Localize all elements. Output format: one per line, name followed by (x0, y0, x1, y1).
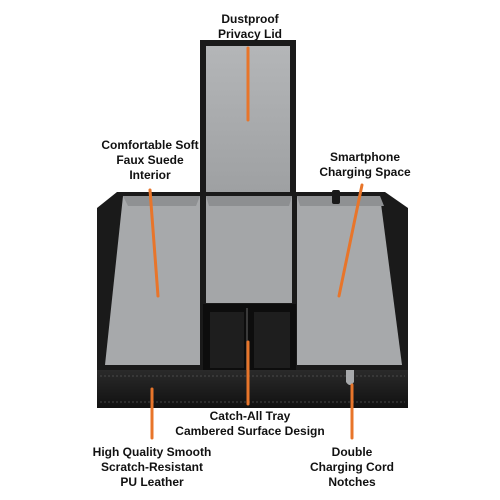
callout-phone-line-1: Smartphone (329, 150, 400, 164)
front-cord-notch (346, 370, 354, 385)
callout-lid-line-1: Dustproof (221, 12, 279, 26)
callout-interior-line-2: Faux Suede (116, 153, 184, 167)
callout-notches-line-1: Double (331, 445, 373, 459)
callout-tray-line-1: Catch-All Tray (209, 409, 291, 423)
callout-leather-line-2: Scratch-Resistant (100, 460, 204, 474)
callout-notches-line-3: Notches (328, 475, 376, 489)
callout-leather-line-1: High Quality Smooth (92, 445, 212, 459)
callout-privacy-lid: Dustproof Privacy Lid (198, 12, 302, 42)
callout-line-phone (337, 183, 364, 298)
callout-leather-line-3: PU Leather (120, 475, 184, 489)
callout-notches-line-2: Charging Cord (310, 460, 394, 474)
catch-all-tray (203, 304, 296, 370)
callout-lid-line-2: Privacy Lid (217, 27, 283, 41)
callout-lines (148, 46, 364, 440)
callout-smartphone-space: Smartphone Charging Space (305, 150, 425, 180)
left-compartment (105, 196, 200, 365)
callout-line-interior (148, 188, 160, 298)
phone-compartment (297, 190, 402, 365)
callout-phone-line-2: Charging Space (319, 165, 411, 179)
callout-catch-all-tray: Catch-All Tray Cambered Surface Design (168, 409, 332, 439)
callout-cord-notches: Double Charging Cord Notches (305, 445, 399, 490)
callout-pu-leather: High Quality Smooth Scratch-Resistant PU… (80, 445, 224, 490)
center-compartment (206, 196, 292, 303)
callout-interior-line-3: Interior (129, 168, 171, 182)
callout-tray-line-2: Cambered Surface Design (175, 424, 325, 438)
callout-faux-suede-interior: Comfortable Soft Faux Suede Interior (80, 138, 220, 183)
callout-interior-line-1: Comfortable Soft (101, 138, 199, 152)
